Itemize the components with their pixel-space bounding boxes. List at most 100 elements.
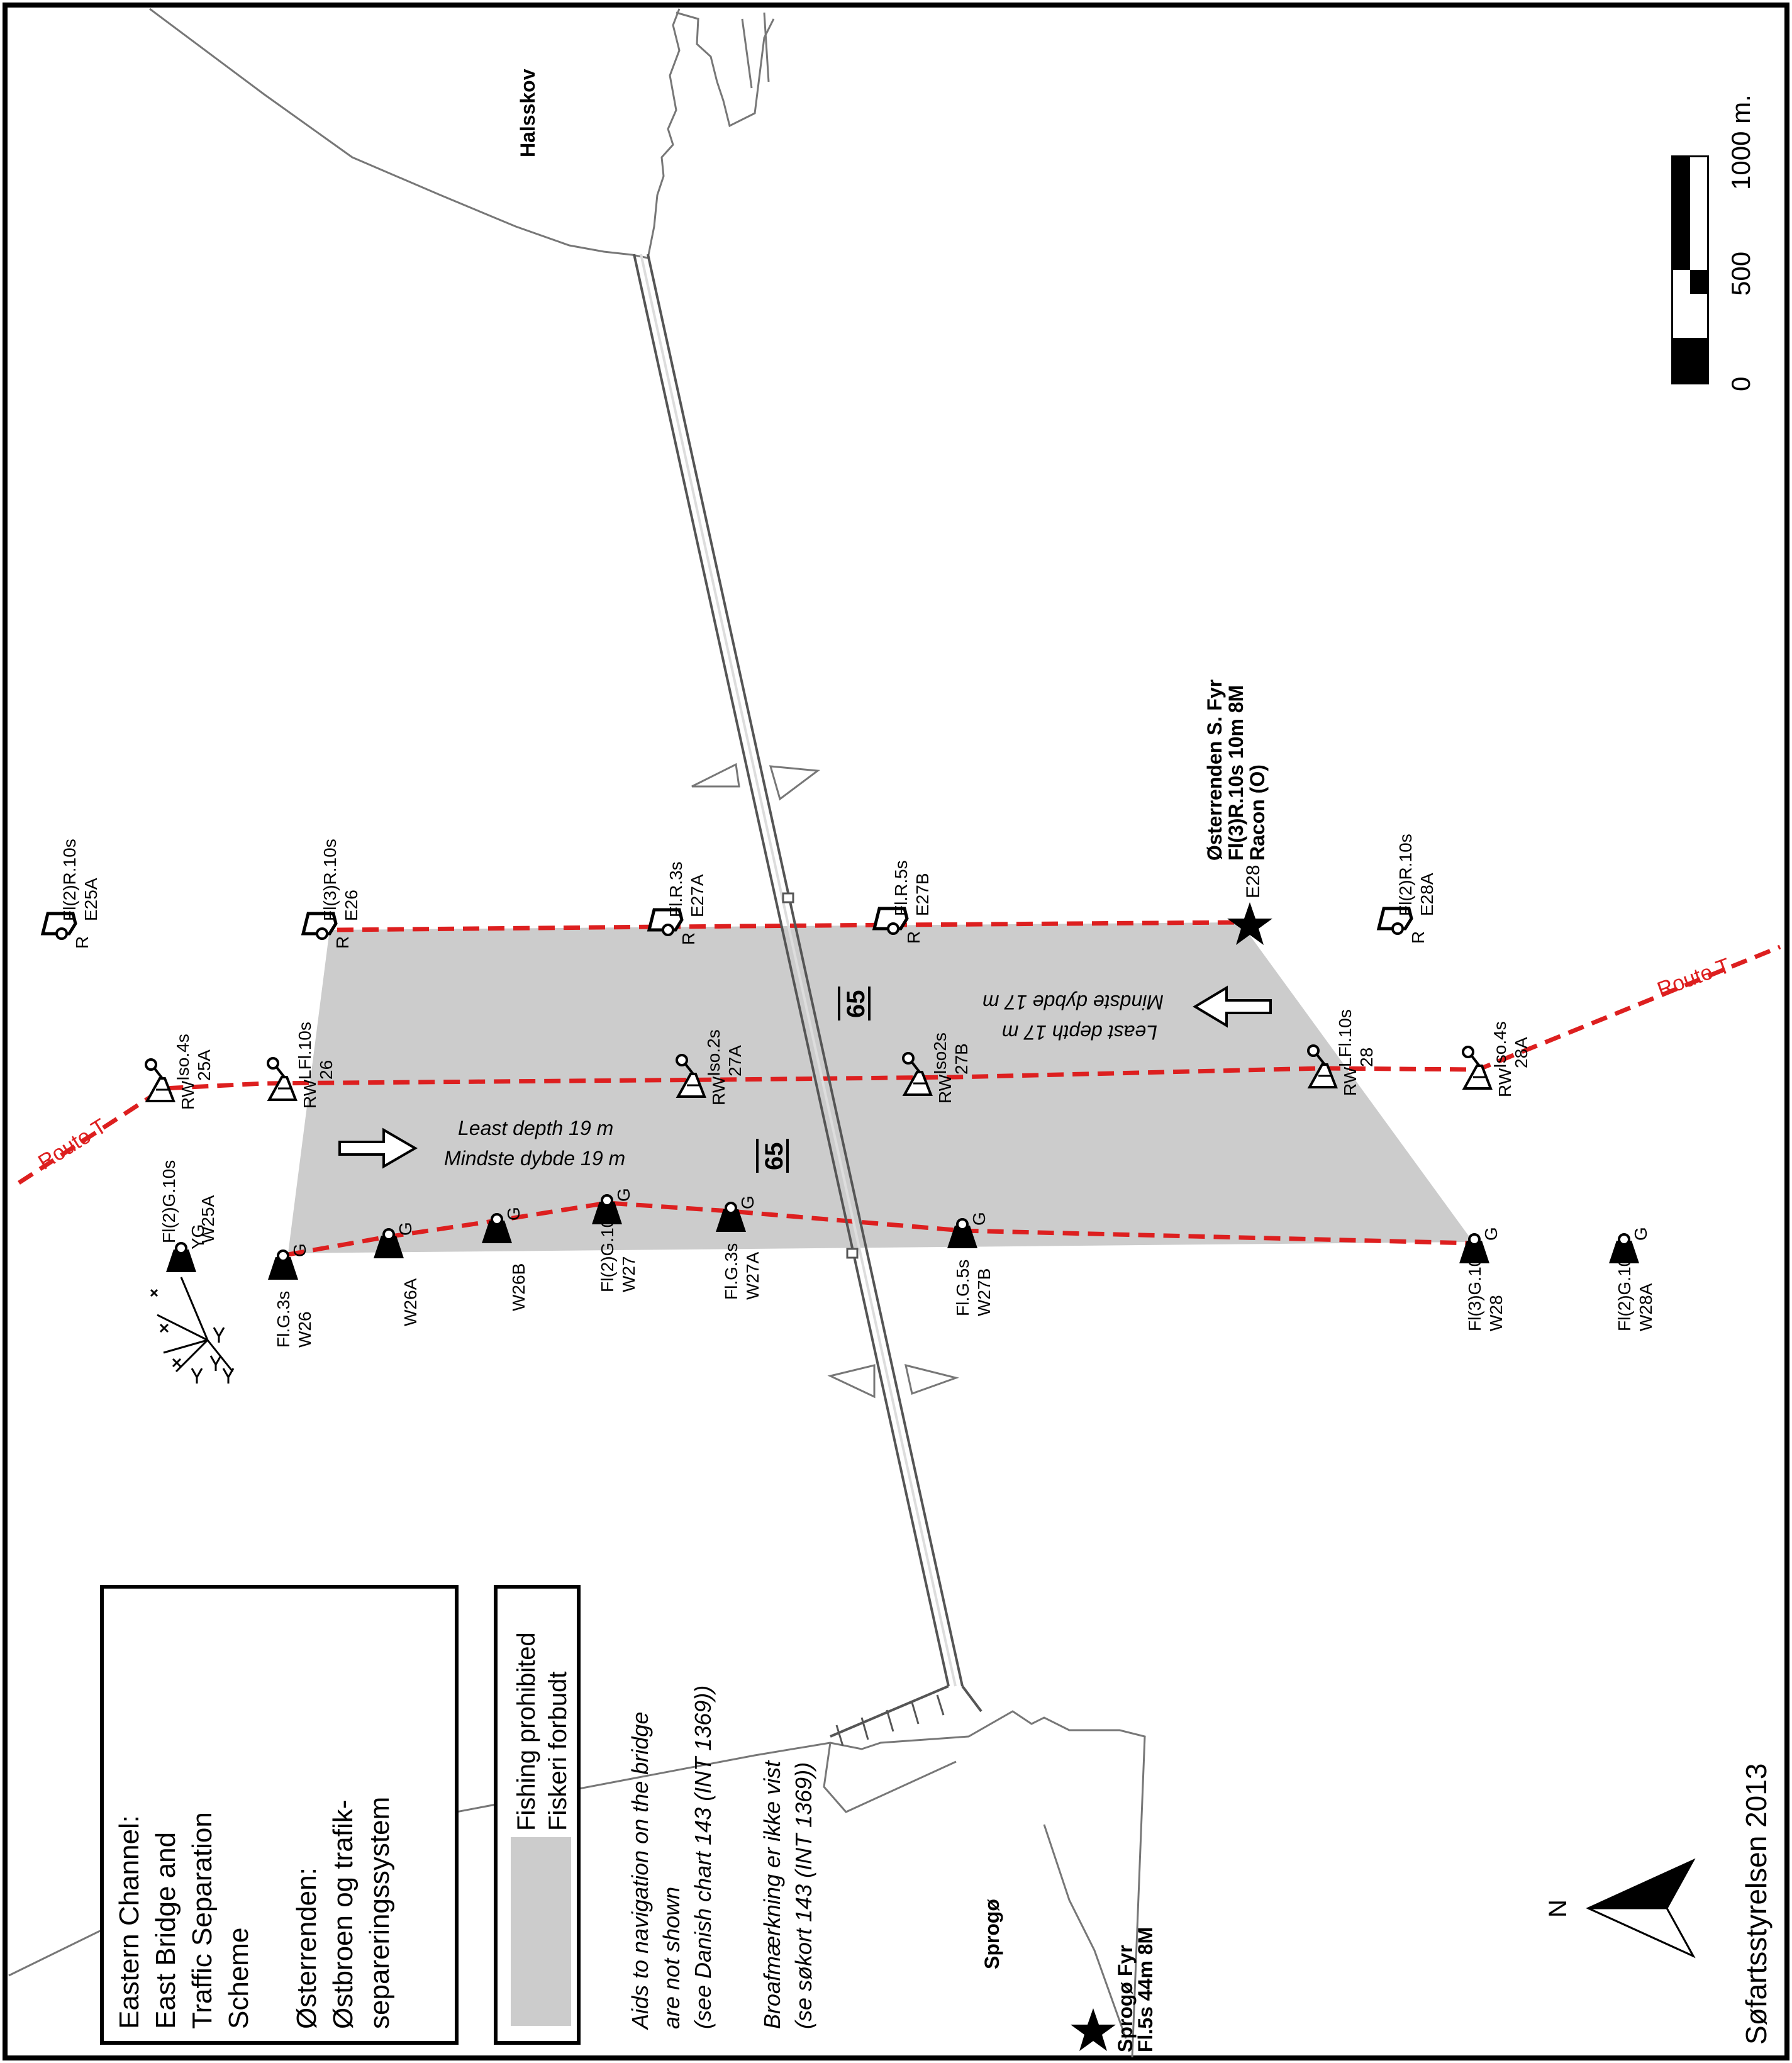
buoy-id: E28A (1417, 873, 1437, 916)
buoy-color: RW (1340, 1066, 1360, 1096)
buoy-color: G (290, 1243, 309, 1257)
scale-label-1000: 1000 m. (1726, 94, 1756, 190)
traffic-arrow-west (1193, 985, 1272, 1028)
pylon-island-north-w (691, 763, 740, 788)
least-depth-dk-north: Mindste dybde 17 m (982, 991, 1164, 1014)
route-t-label-west: Route T (34, 1114, 111, 1175)
route-t-line (18, 944, 1781, 1185)
bridge-ramp-sprogo (830, 1685, 982, 1738)
note-en-3: (see Danish chart 143 (INT 1369)) (690, 1686, 716, 2029)
clearance-label-south: 65 (760, 1143, 788, 1171)
buoy-id: W27B (974, 1268, 994, 1316)
osterrenden-light-star-icon (1227, 902, 1272, 945)
bridge-ramp-ticks (835, 1694, 945, 1747)
buoy-id: W28A (1636, 1283, 1656, 1331)
buoy-char: Fl.G.5s (953, 1260, 972, 1316)
map-frame (3, 3, 1789, 2060)
note-en-2: are not shown (659, 1887, 684, 2029)
north-label: N (1544, 1899, 1572, 1918)
safe-water-buoy-icon (145, 1058, 175, 1102)
buoy-char: Fl(2)R.10s (60, 839, 79, 921)
buoy-color: RW (300, 1079, 320, 1109)
scale-label-500: 500 (1726, 252, 1756, 296)
buoy-id: E26 (342, 890, 361, 921)
legend-title-en-4: Scheme (223, 1928, 254, 2029)
north-arrow-icon (1586, 1858, 1696, 1959)
pylon-island-south-e (904, 1363, 960, 1395)
buoy-color: RW (178, 1080, 198, 1110)
scale-label-0: 0 (1726, 377, 1756, 391)
buoy-char: LFl.10s (1335, 1009, 1355, 1067)
buoy-id: W28 (1486, 1295, 1506, 1331)
buoy-color: RW (709, 1076, 728, 1105)
buoy-char: Iso.2s (704, 1029, 723, 1076)
note-dk-2: (se søkort 143 (INT 1369)) (791, 1762, 816, 2029)
east-bridge (633, 254, 964, 1687)
buoy-color: G (1631, 1227, 1650, 1241)
legend-fishing-en: Fishing prohibited (513, 1632, 540, 1831)
fishing-prohibited-area (288, 922, 1473, 1253)
buoy-color: YG (188, 1224, 208, 1250)
buoy-id: W26A (401, 1278, 420, 1326)
buoy-color: RW (1495, 1068, 1515, 1097)
buoy-char: LFl.10s (295, 1022, 314, 1080)
sprogo-light-char: Fl.5s 44m 8M (1134, 1927, 1157, 2052)
buoy-id: 26 (316, 1060, 336, 1080)
buoy-char: Fl(3)G.10s (1465, 1248, 1484, 1331)
clearance-label-north: 65 (842, 990, 870, 1019)
legend-title-en-2: East Bridge and (150, 1832, 181, 2029)
buoy-char: Fl(3)R.10s (320, 839, 340, 921)
buoy-id: W27 (619, 1256, 638, 1292)
buoy-id: W27A (743, 1251, 762, 1300)
halsskov-harbour (741, 12, 770, 89)
bridge-pier-south (846, 1248, 859, 1259)
buoy-id: E25A (81, 878, 101, 921)
sprogo-label: Sprogø (981, 1899, 1003, 1969)
buoy-color: G (396, 1222, 415, 1236)
buoy-color: R (1408, 931, 1428, 944)
credit-label: Søfartsstyrelsen 2013 (1740, 1764, 1773, 2045)
buoy-id: 28A (1511, 1037, 1531, 1068)
least-depth-en-north: Least depth 17 m (1002, 1021, 1157, 1044)
legend-title-dk-1: Østerrenden: (291, 1867, 322, 2029)
legend-title-en-1: Eastern Channel: (114, 1815, 145, 2029)
sprogo-breakwater (1043, 1824, 1127, 2039)
buoy-char: Fl(2)G.10s (1615, 1248, 1634, 1331)
pylon-island-south-w (827, 1364, 876, 1399)
scale-bar (1671, 155, 1709, 384)
buoy-char: Iso.4s (173, 1034, 192, 1081)
buoy-id: W25A (198, 1195, 218, 1243)
buoy-id: E27B (913, 873, 932, 917)
buoy-color: G (738, 1195, 757, 1209)
sprogo-light-name: Sprogø Fyr (1114, 1945, 1137, 2052)
bridge-centerline (640, 254, 957, 1687)
green-buoy-w26a: G W26A (372, 1222, 420, 1326)
buoy-char: Fl.R.3s (666, 861, 686, 917)
note-dk-1: Broafmærkning er ikke vist (759, 1760, 785, 2029)
buoy-char: Fl(2)G.10s (598, 1209, 617, 1292)
buoy-char: Fl.R.5s (891, 860, 911, 916)
buoy-color: G (614, 1188, 633, 1202)
osterrenden-light-id: E28 (1243, 865, 1264, 898)
buoy-char: Iso.4s (1490, 1021, 1510, 1068)
least-depth-en-south: Least depth 19 m (458, 1117, 613, 1139)
buoy-color: G (504, 1207, 523, 1221)
buoy-color: R (333, 936, 352, 949)
sprogo-light-star-icon (1071, 2008, 1116, 2051)
